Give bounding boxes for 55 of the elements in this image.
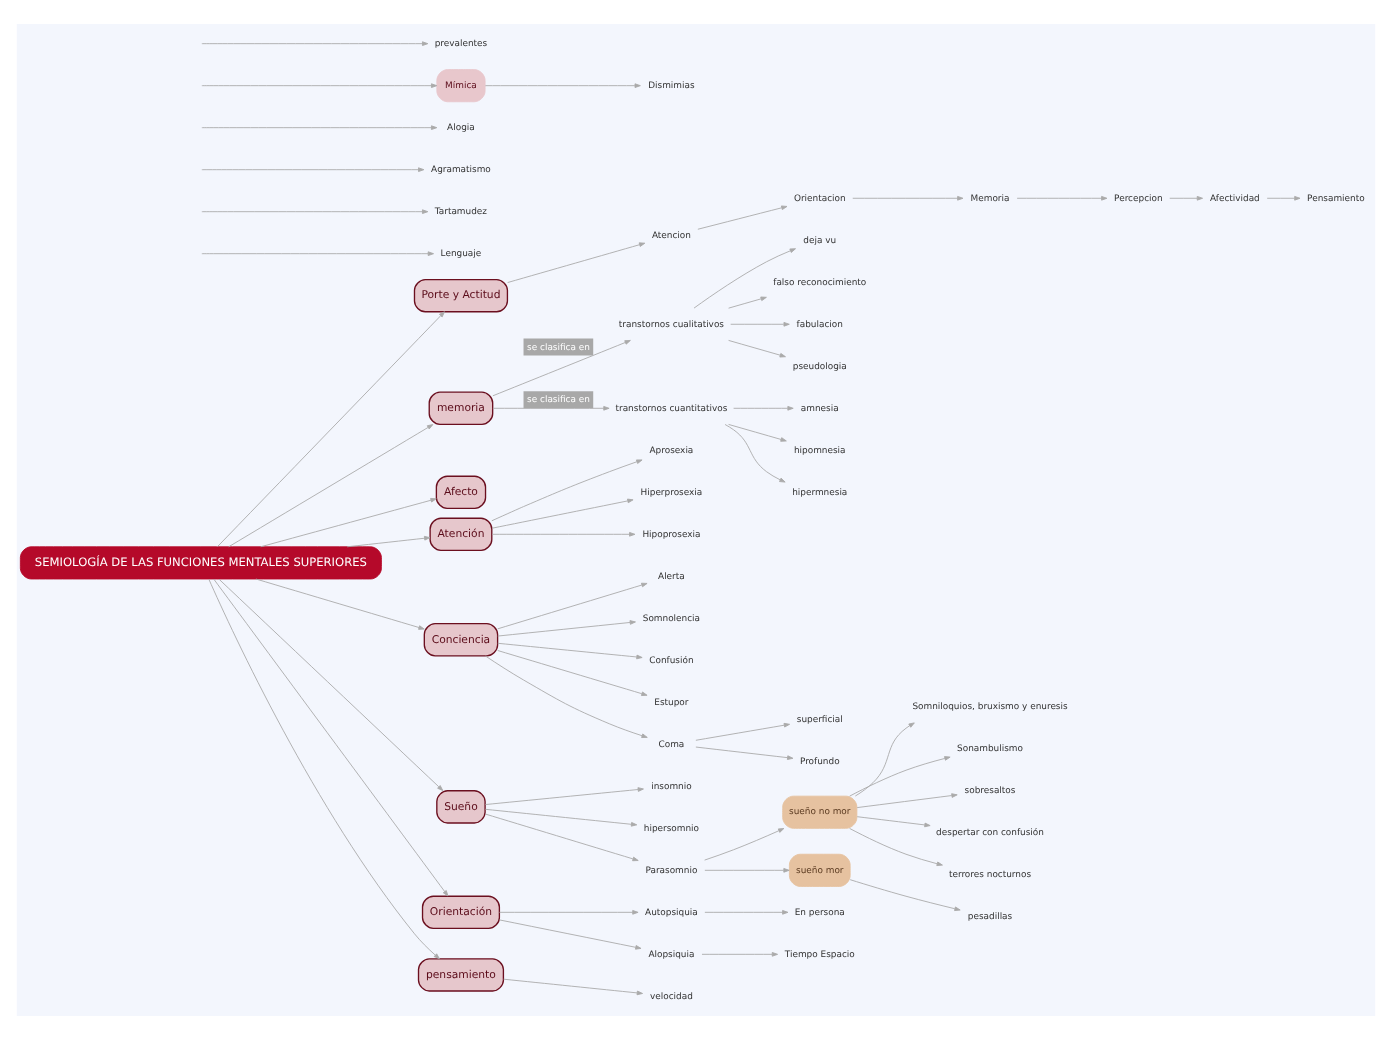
arrow — [849, 756, 951, 797]
arrow — [492, 405, 610, 411]
arrow — [208, 578, 440, 960]
arrow — [1169, 195, 1204, 201]
arrow — [724, 424, 786, 483]
arrow — [497, 642, 643, 660]
arrow — [484, 83, 641, 88]
arrow — [704, 828, 785, 861]
arrow — [484, 813, 639, 862]
arrow — [228, 424, 434, 548]
arrow — [507, 242, 646, 283]
arrow — [693, 248, 796, 309]
arrow — [697, 205, 788, 230]
arrow — [201, 41, 429, 46]
arrow — [856, 816, 931, 828]
arrow — [260, 497, 437, 548]
arrow — [346, 535, 431, 548]
arrow — [701, 952, 779, 957]
arrow — [704, 910, 789, 915]
arrow — [255, 578, 425, 630]
arrow — [854, 722, 915, 797]
arrow — [218, 578, 444, 791]
arrow — [695, 722, 791, 741]
arrow — [217, 311, 445, 548]
arrow — [849, 879, 961, 912]
arrow — [484, 787, 644, 805]
arrow — [849, 827, 943, 867]
arrow — [497, 620, 636, 637]
arrow — [856, 793, 958, 809]
arrow — [484, 808, 638, 827]
arrow — [730, 321, 790, 327]
arrow — [485, 655, 648, 738]
arrow — [498, 910, 639, 915]
arrow — [1266, 195, 1301, 201]
arrow — [201, 251, 434, 256]
arrow — [728, 339, 786, 358]
arrow — [497, 582, 648, 630]
arrow — [704, 868, 790, 873]
arrow — [498, 919, 642, 950]
arrow — [491, 498, 634, 529]
arrow — [497, 650, 648, 696]
arrow — [733, 405, 794, 411]
arrow — [201, 167, 425, 172]
arrow — [728, 296, 767, 309]
arrow — [491, 459, 643, 522]
arrow — [728, 423, 787, 442]
arrow — [491, 531, 636, 537]
arrow — [1016, 195, 1108, 201]
arrow — [201, 125, 438, 130]
arrow — [201, 209, 429, 214]
arrow — [852, 195, 964, 201]
arrow — [201, 83, 438, 88]
arrow — [695, 746, 794, 760]
arrow — [213, 578, 449, 897]
arrow — [503, 978, 643, 996]
